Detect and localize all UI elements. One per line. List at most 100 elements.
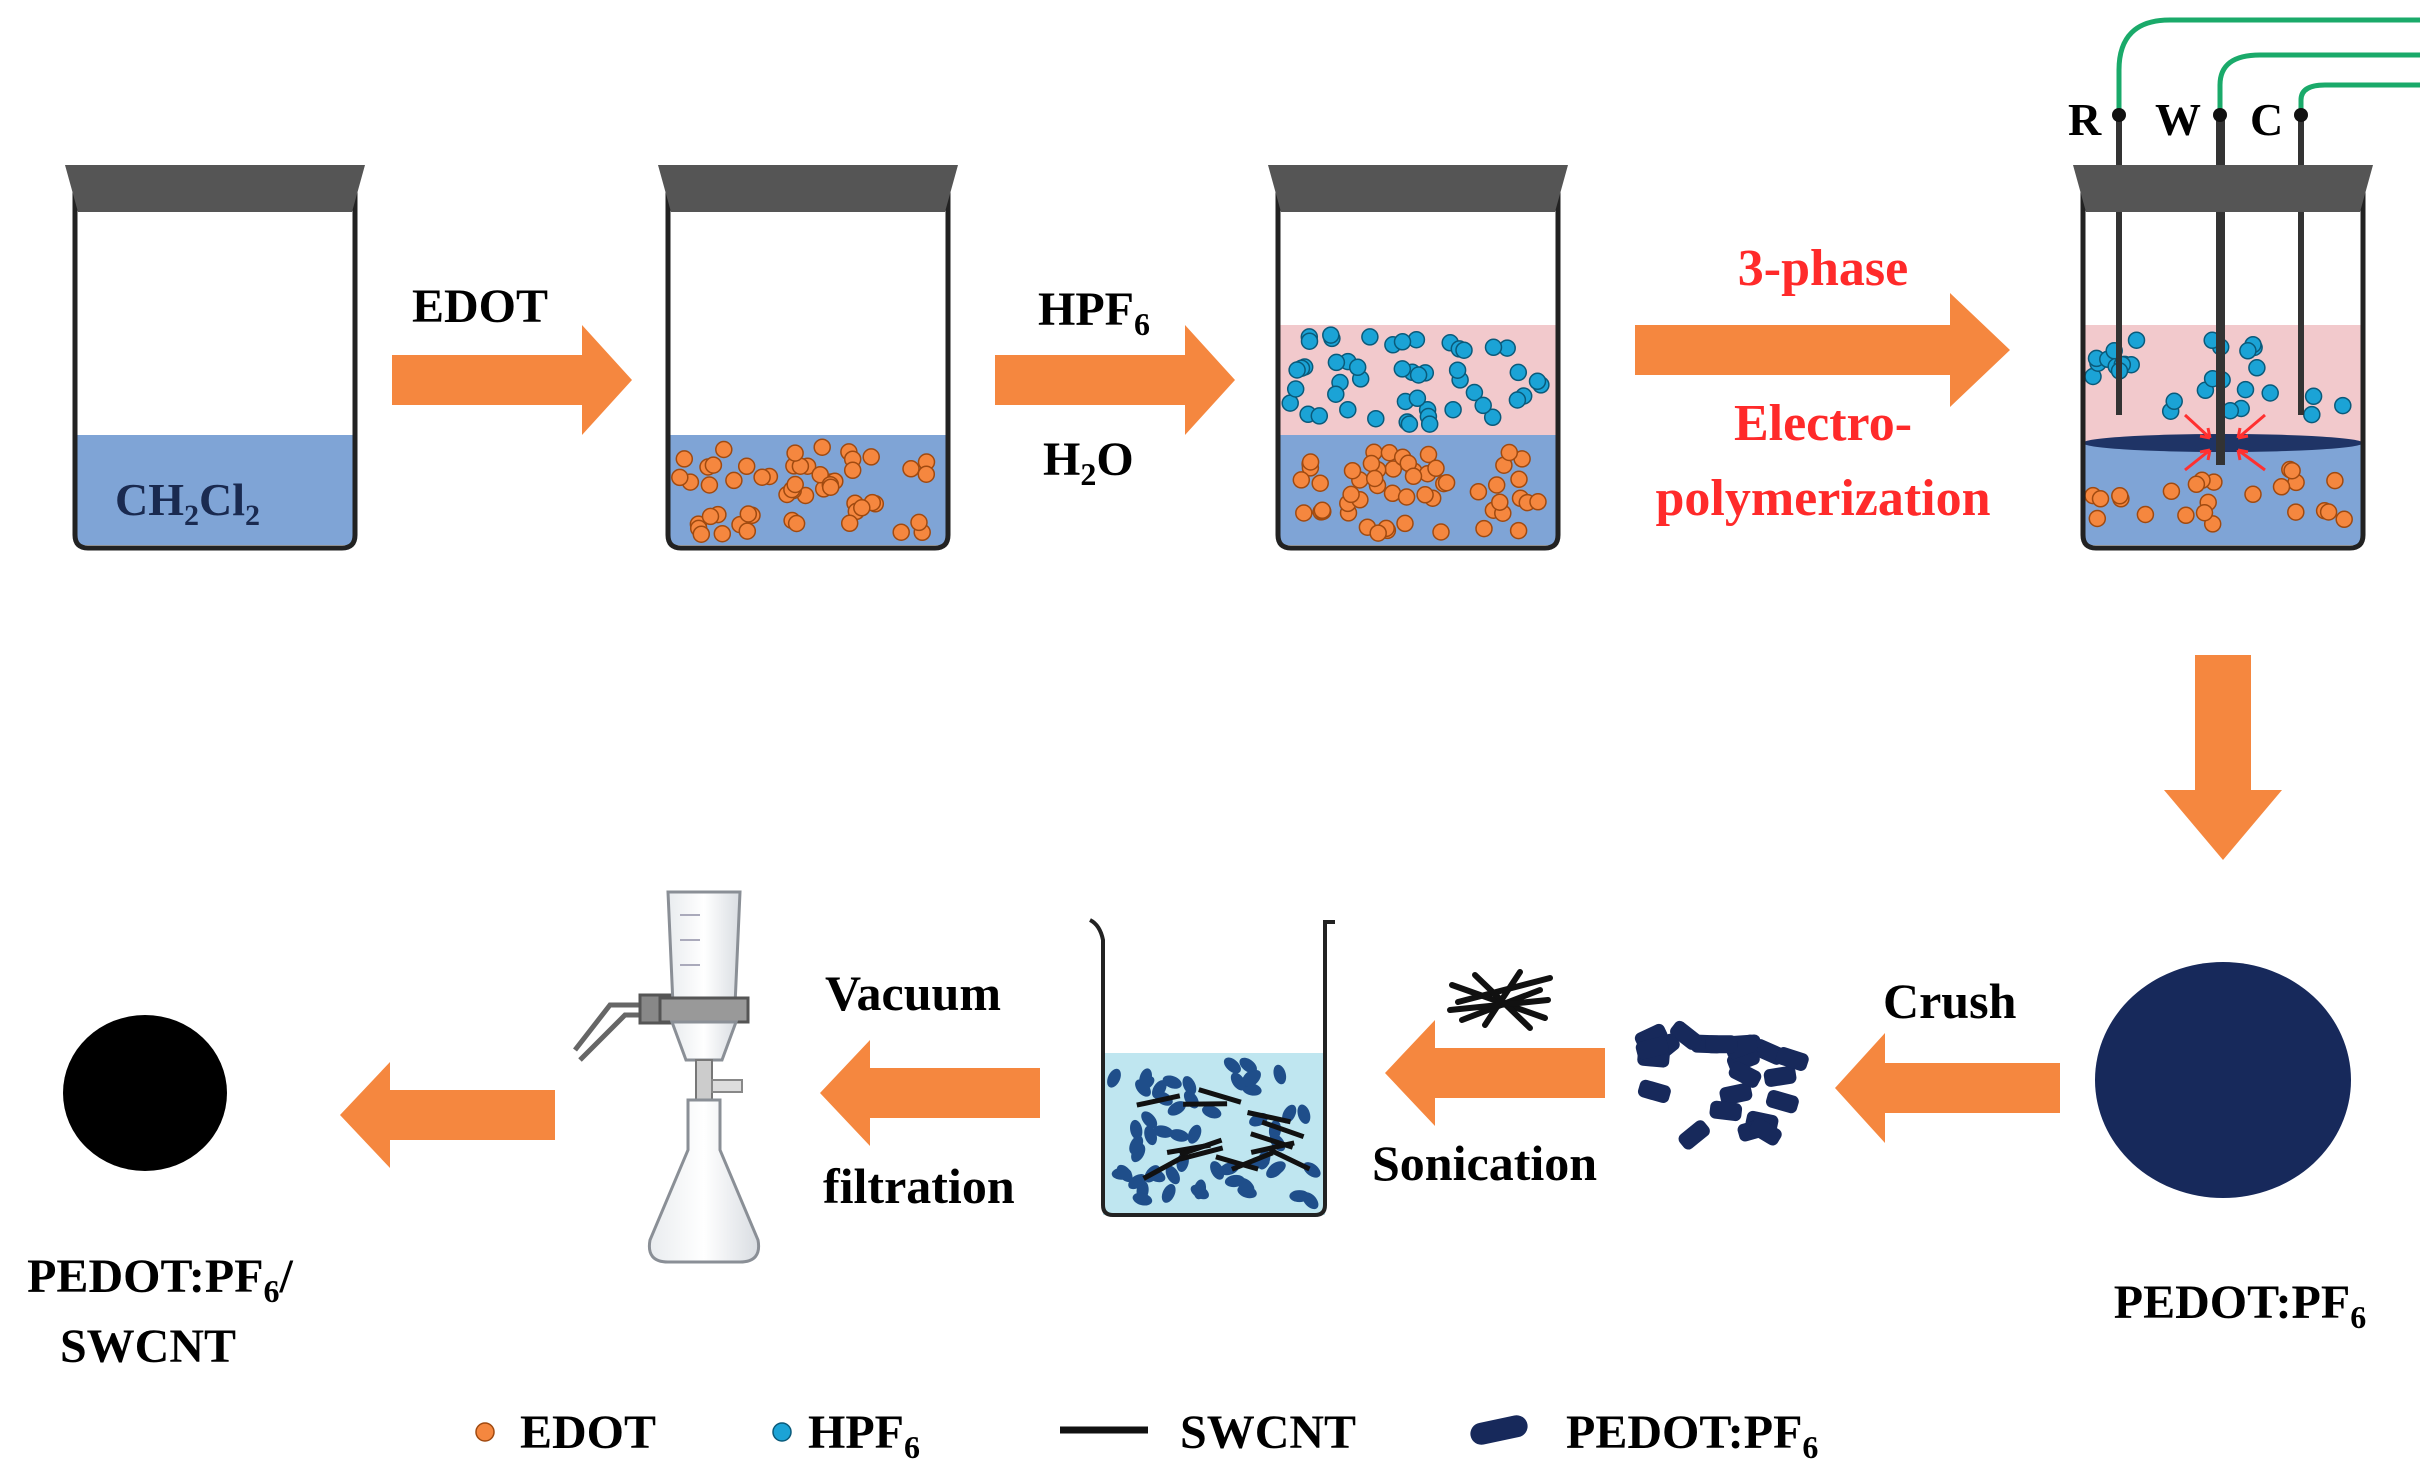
beaker-edot	[658, 165, 958, 551]
edot-particle	[1510, 470, 1528, 489]
swcnt-tube	[1198, 1087, 1242, 1105]
reference-electrode-label: R	[2068, 94, 2102, 145]
pedot-pf6-product: PEDOT:PF6	[2095, 962, 2366, 1335]
reference-electrode	[2116, 115, 2122, 415]
hpf6-particle	[1310, 407, 1329, 425]
clamp	[573, 993, 672, 1062]
edot-particle	[786, 475, 804, 494]
edot-particle	[1396, 514, 1414, 533]
swcnt-tube	[1142, 1155, 1184, 1181]
hpf6-particle	[1444, 400, 1462, 419]
beaker-wall	[665, 185, 951, 551]
pedot-flake	[1187, 1124, 1202, 1144]
edot-particle	[1419, 445, 1438, 464]
pedot-flake	[1635, 1036, 1669, 1060]
pedot-flake	[1230, 1072, 1246, 1091]
edot-particle	[2287, 503, 2305, 521]
pedot-flake	[1169, 1129, 1190, 1142]
edot-particle	[1397, 488, 1416, 506]
filtration-apparatus	[573, 890, 761, 1264]
hpf6-particle	[1409, 366, 1428, 384]
hpf6-particle	[2239, 342, 2257, 360]
legend: EDOT HPF6 SWCNT PEDOT:PF6	[475, 1406, 1818, 1465]
electrode-wires	[2116, 17, 2420, 115]
pedot-flake	[1223, 1057, 1241, 1074]
hpf6-particle	[1322, 326, 1340, 344]
edot-particle	[2177, 506, 2195, 525]
pedot-flake	[1107, 1068, 1121, 1088]
electropolymerization-step: 3-phase Electro- polymerization	[1635, 240, 2010, 527]
edot-particle	[840, 514, 859, 533]
hpf6-particle	[1483, 408, 1502, 427]
composite-disc	[63, 1015, 227, 1171]
edot-particle	[1369, 524, 1387, 542]
hpf6-particle	[1528, 372, 1547, 391]
diffusion-arrows	[2183, 413, 2266, 472]
pedot-flake	[1709, 1100, 1743, 1122]
edot-dot-icon	[475, 1422, 495, 1442]
edot-particle	[692, 525, 711, 543]
pedot-flake	[1237, 1177, 1255, 1194]
composite-label-line1: PEDOT:PF6/	[27, 1250, 293, 1309]
pedot-pf6-disc	[2095, 962, 2351, 1198]
legend-pedot-label: PEDOT:PF6	[1566, 1406, 1818, 1465]
edot-particle	[1529, 493, 1547, 511]
beaker-lid	[2073, 165, 2373, 212]
electropolymerization-arrow	[1635, 293, 2010, 407]
pedot-flake	[1670, 1020, 1702, 1050]
beaker-wall	[1089, 918, 1335, 1217]
three-phase-label: 3-phase	[1738, 240, 1908, 297]
beaker-lid	[65, 165, 365, 212]
pedot-flake	[1153, 1125, 1173, 1138]
hpf6-particle	[2236, 380, 2255, 399]
hpf6-particle	[1508, 391, 1527, 409]
edot-particles	[2084, 460, 2353, 533]
legend-swcnt-label: SWCNT	[1180, 1406, 1356, 1459]
hpf6-particle	[1448, 361, 1467, 379]
edot-arrow-label: EDOT	[412, 280, 548, 333]
funnel-reservoir	[666, 890, 742, 1007]
pedot-flake	[1116, 1164, 1133, 1182]
hpf6-particle	[1300, 332, 1319, 350]
beaker-wall	[72, 185, 358, 551]
pedot-flake	[1239, 1057, 1257, 1074]
edot-particle	[902, 460, 920, 478]
edot-particle	[2272, 478, 2291, 496]
pedot-flake	[1749, 1118, 1782, 1146]
pedot-flake	[1678, 1120, 1710, 1150]
counter-electrode-label: C	[2250, 94, 2283, 145]
edot-particle	[2111, 487, 2129, 505]
beaker-solvent: CH2Cl2	[65, 165, 365, 551]
hpf6-particle	[1484, 338, 1503, 357]
crush-arrow	[1835, 1033, 2060, 1143]
edot-particle	[1311, 474, 1329, 492]
edot-particle	[1469, 483, 1488, 501]
swcnt-tube	[1230, 1150, 1274, 1172]
hpf6-particle	[1465, 383, 1484, 402]
pedot-flake	[1132, 1192, 1153, 1206]
electro-label: Electro-	[1734, 395, 1912, 452]
swcnt-tube	[1215, 1154, 1259, 1172]
crush-label: Crush	[1883, 973, 2017, 1029]
beaker-biphasic	[1268, 165, 1568, 551]
edot-particle	[2326, 471, 2344, 490]
swcnt-tube	[1250, 1131, 1294, 1150]
pedot-flake	[1297, 1104, 1311, 1124]
edot-particle	[1475, 519, 1493, 538]
hpf6-particle	[1408, 389, 1427, 408]
vacuum-filtration-step: Vacuum filtration	[820, 965, 1040, 1214]
pedot-pf6-label: PEDOT:PF6	[2114, 1276, 2366, 1335]
edot-particle	[2283, 461, 2301, 480]
edot-particle	[786, 444, 804, 462]
pedot-flake	[1136, 1075, 1155, 1091]
pedot-flake	[1302, 1192, 1319, 1210]
hpf6-particle	[1367, 409, 1385, 428]
edot-particle	[862, 448, 880, 466]
edot-particle	[1365, 469, 1384, 488]
edot-particles	[671, 438, 936, 543]
edot-particle	[2319, 503, 2338, 521]
hpf6-particle	[1420, 415, 1439, 433]
edot-addition-step: EDOT	[392, 280, 632, 435]
hpf6-addition-step: HPF6 H2O	[995, 283, 1235, 492]
